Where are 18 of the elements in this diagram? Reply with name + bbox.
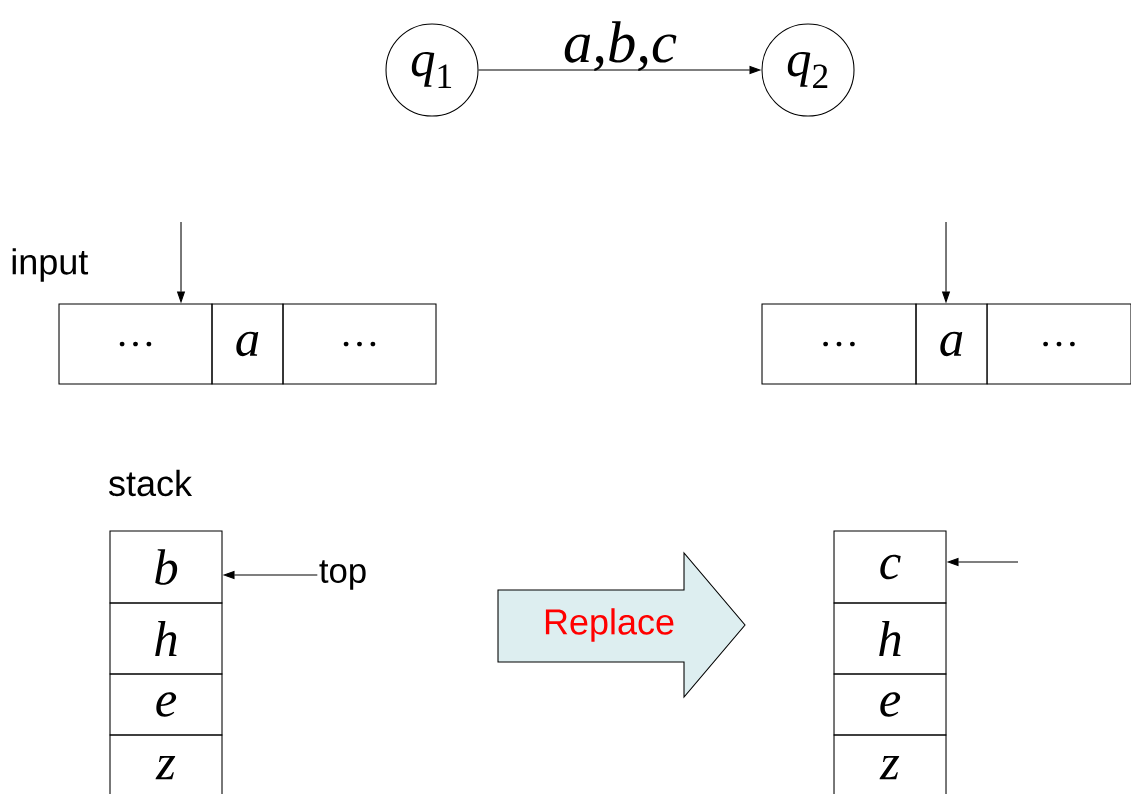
tape-cell: h bbox=[109, 602, 223, 675]
tape-cell: … bbox=[761, 303, 917, 385]
tape-cell: c bbox=[833, 530, 947, 604]
tape-cell: z bbox=[109, 734, 223, 794]
tape-cell: b bbox=[109, 530, 223, 604]
tape-cell: … bbox=[282, 303, 437, 385]
tape-cell: z bbox=[833, 734, 947, 794]
tape-cell: … bbox=[986, 303, 1131, 385]
label-text: input bbox=[12, 248, 89, 282]
tape-cell: … bbox=[58, 303, 213, 385]
label-text: stack bbox=[109, 469, 193, 497]
tape-cell: e bbox=[109, 673, 223, 736]
pointer-label: top bbox=[319, 560, 366, 590]
tape-cell: e bbox=[833, 673, 947, 736]
tape-cell: a bbox=[211, 303, 284, 385]
edge-label: a,b,c bbox=[564, 21, 677, 72]
tape-cell: h bbox=[833, 602, 947, 675]
tape-cell: a bbox=[915, 303, 988, 385]
